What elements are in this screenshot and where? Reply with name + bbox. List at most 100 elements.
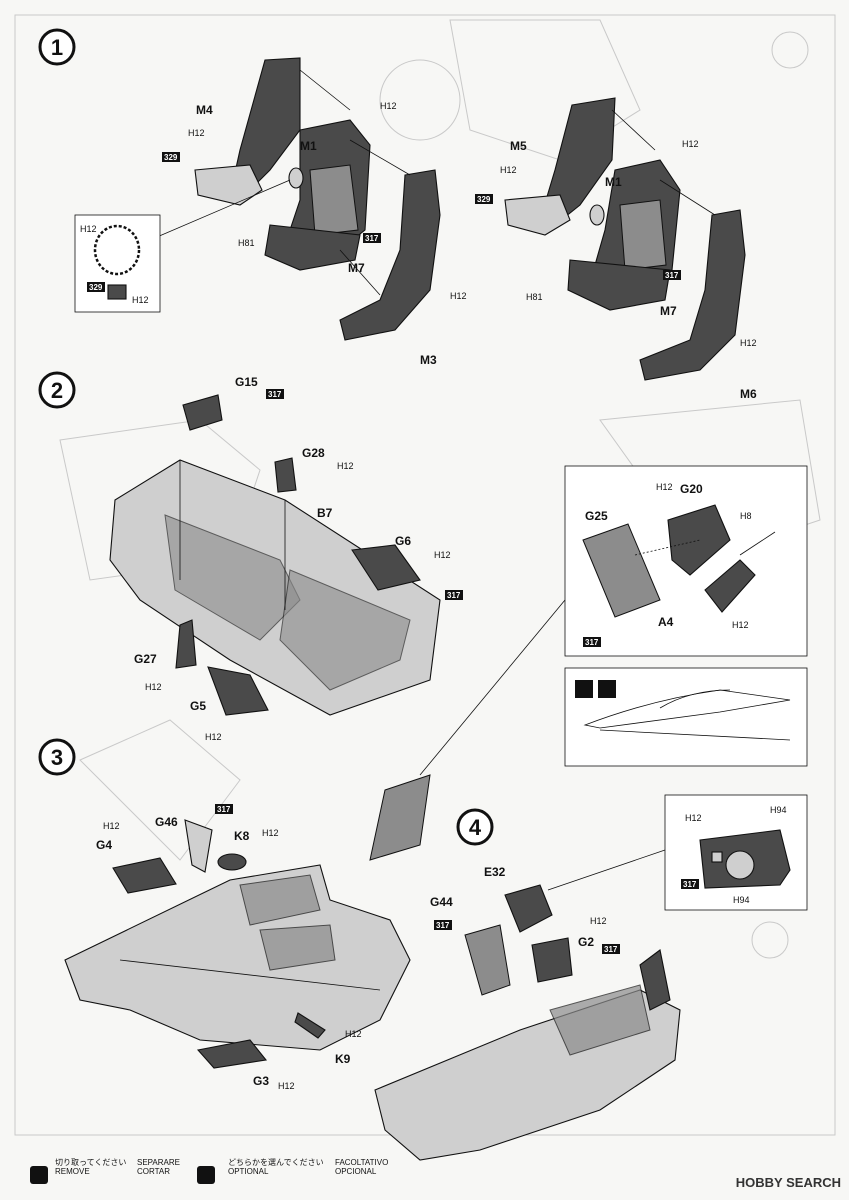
part-k8-shape	[217, 853, 247, 871]
svg-text:H81: H81	[526, 292, 543, 302]
part-m3-shape	[339, 169, 441, 341]
detail-inset-canopy-cord: H12 329 H12	[74, 214, 161, 313]
label-g25: G25	[585, 509, 608, 523]
label-g28: G28	[302, 446, 325, 460]
svg-text:H12: H12	[740, 338, 757, 348]
svg-text:329: 329	[477, 195, 491, 204]
svg-text:H12: H12	[590, 916, 607, 926]
part-g28-shape	[274, 457, 297, 493]
label-m7-right: M7	[660, 304, 677, 318]
footer-optional-es: OPCIONAL	[335, 1167, 377, 1176]
label-k8: K8	[234, 829, 250, 843]
svg-text:H12: H12	[500, 165, 517, 175]
label-m1-left: M1	[300, 139, 317, 153]
label-g5: G5	[190, 699, 206, 713]
svg-text:317: 317	[217, 805, 231, 814]
svg-text:H8: H8	[740, 511, 752, 521]
step-4-number: 4	[469, 815, 482, 840]
label-m5: M5	[510, 139, 527, 153]
label-g4: G4	[96, 838, 112, 852]
part-g2-shape	[531, 937, 573, 983]
label-a4: A4	[658, 615, 674, 629]
svg-text:H12: H12	[345, 1029, 362, 1039]
step-4-marker: 4	[456, 808, 494, 846]
part-k9-shape	[294, 1012, 326, 1039]
svg-text:H12: H12	[450, 291, 467, 301]
paint-callouts-step4: 317 H12 317	[434, 916, 620, 954]
label-m3: M3	[420, 353, 437, 367]
svg-text:H81: H81	[238, 238, 255, 248]
label-m1-right: M1	[605, 175, 622, 189]
hud-shape	[369, 774, 431, 861]
label-g15: G15	[235, 375, 258, 389]
part-g15-shape	[182, 394, 223, 431]
svg-text:H12: H12	[685, 813, 702, 823]
svg-text:317: 317	[604, 945, 618, 954]
part-g6-shape	[351, 544, 421, 591]
paint-callouts-step1-left: H12 H12 H81 H12 329 317	[162, 101, 467, 301]
part-g5-shape	[207, 666, 269, 716]
svg-text:H12: H12	[145, 682, 162, 692]
label-m4: M4	[196, 103, 213, 117]
label-g6: G6	[395, 534, 411, 548]
svg-text:317: 317	[683, 880, 697, 889]
footer-optional-en: OPTIONAL	[228, 1167, 269, 1176]
svg-text:H12: H12	[337, 461, 354, 471]
footer-optional-jp: どちらかを選んでください	[228, 1158, 324, 1167]
svg-text:H12: H12	[80, 224, 97, 234]
part-g27-shape	[175, 619, 197, 669]
footer-remove-es: CORTAR	[137, 1167, 171, 1176]
label-e32: E32	[484, 865, 506, 879]
cockpit-tub-step4	[374, 949, 681, 1161]
svg-text:317: 317	[447, 591, 461, 600]
label-m7-left: M7	[348, 261, 365, 275]
footer-optional-it: FACOLTATIVO	[335, 1158, 389, 1167]
svg-text:317: 317	[665, 271, 679, 280]
label-g46: G46	[155, 815, 178, 829]
paint-callouts-step2: 317 H12 H12 317 H12 H12	[145, 389, 463, 742]
part-e32-shape	[504, 884, 553, 933]
step-2-number: 2	[51, 378, 63, 403]
cockpit-tub-b7	[109, 459, 441, 716]
label-g27: G27	[134, 652, 157, 666]
svg-text:317: 317	[365, 234, 379, 243]
svg-text:317: 317	[268, 390, 282, 399]
paint-callouts-step3: H12 317 H12 H12 H12	[103, 804, 362, 1091]
label-k9: K9	[335, 1052, 351, 1066]
label-g20: G20	[680, 482, 703, 496]
label-b7: B7	[317, 506, 333, 520]
part-g4-shape	[112, 857, 177, 894]
part-g3-shape	[196, 1039, 268, 1069]
leader-e32-to-inset	[547, 849, 666, 891]
leader-hud-to-inset	[419, 599, 566, 776]
paint-callouts-step1-right: H12 H12 H81 H12 329 317	[475, 139, 757, 348]
svg-text:H94: H94	[770, 805, 787, 815]
svg-text:H12: H12	[132, 295, 149, 305]
detail-inset-canopy-profile	[564, 667, 808, 767]
svg-text:H12: H12	[380, 101, 397, 111]
optional-icon	[197, 1166, 215, 1184]
svg-text:H12: H12	[732, 620, 749, 630]
svg-text:317: 317	[436, 921, 450, 930]
label-g44: G44	[430, 895, 453, 909]
svg-text:H12: H12	[262, 828, 279, 838]
step-1-marker: 1	[38, 28, 76, 66]
step-3-number: 3	[51, 745, 63, 770]
step-2-marker: 2	[38, 371, 76, 409]
svg-text:329: 329	[89, 283, 103, 292]
step-1-number: 1	[51, 35, 63, 60]
watermark: HOBBY SEARCH	[735, 1175, 841, 1190]
part-g46-shape	[184, 819, 213, 873]
label-g3: G3	[253, 1074, 269, 1088]
remove-icon	[30, 1166, 48, 1184]
seat-assembly-left	[149, 57, 441, 341]
seat-assembly-right	[504, 97, 746, 381]
step-3-marker: 3	[38, 738, 76, 776]
svg-text:H12: H12	[188, 128, 205, 138]
svg-text:329: 329	[164, 153, 178, 162]
footer-legend: 切り取ってください REMOVE SEPARARE CORTAR どちらかを選ん…	[0, 1150, 849, 1200]
svg-text:H94: H94	[733, 895, 750, 905]
cockpit-tub-step3	[64, 864, 411, 1051]
